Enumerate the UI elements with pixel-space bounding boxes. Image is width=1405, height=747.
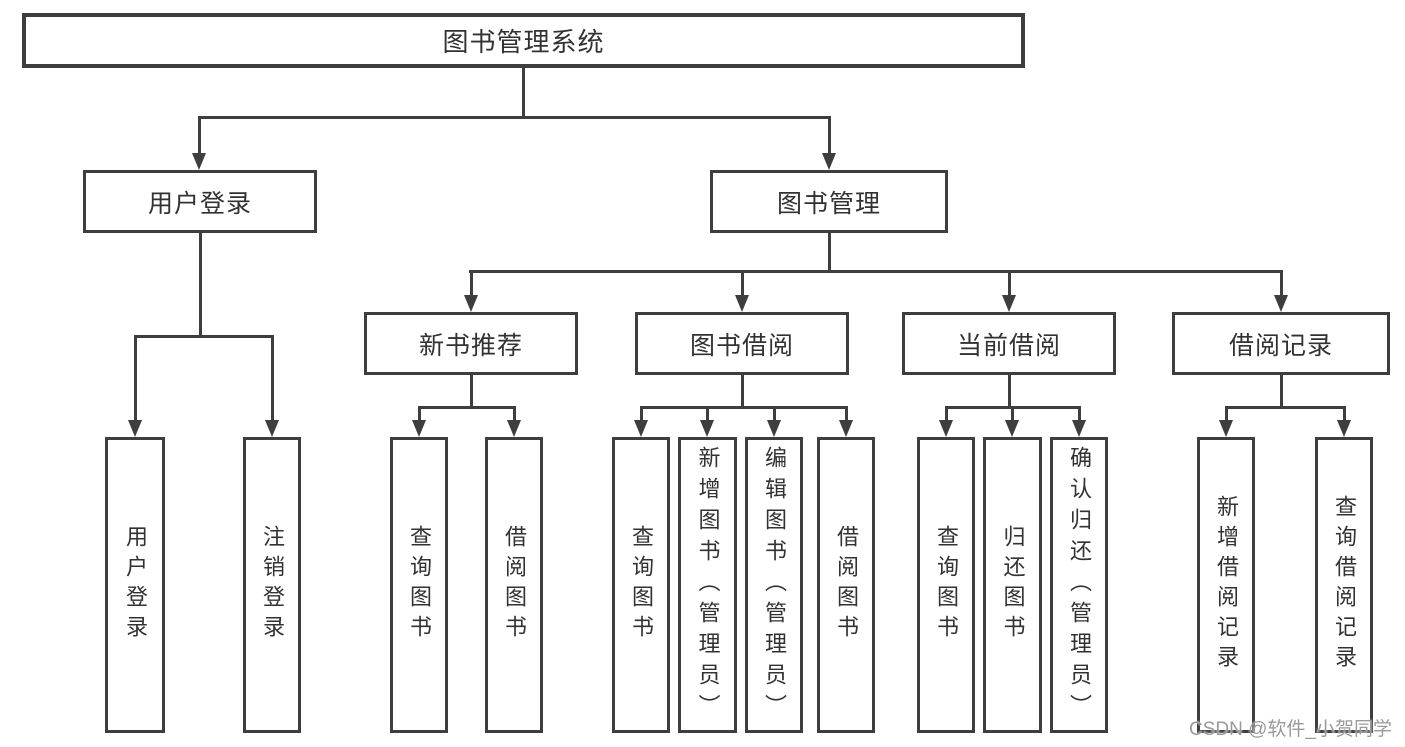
leaf-borrow-book-1-label: 借阅图书 <box>502 525 527 645</box>
connector-line-vertical <box>469 375 473 409</box>
arrowhead-down-icon <box>938 420 953 437</box>
leaf-borrow-book-2-label: 借阅图书 <box>834 525 859 645</box>
arrow-shaft <box>639 407 643 422</box>
leaf-query-book-3: 查询图书 <box>917 437 975 733</box>
leaf-query-book-1: 查询图书 <box>390 437 448 733</box>
arrow-shaft <box>1224 407 1228 422</box>
leaf-query-borrow-record-label: 查询借阅记录 <box>1332 495 1357 675</box>
node-borrow-records: 借阅记录 <box>1172 312 1390 375</box>
arrowhead-down-icon <box>838 420 853 437</box>
leaf-confirm-return-admin: 确认归还（管理员） <box>1050 437 1108 733</box>
leaf-add-book-admin-label: 新增图书（管理员） <box>695 445 721 725</box>
arrow-shaft <box>944 407 948 422</box>
leaf-query-book-3-label: 查询图书 <box>934 525 959 645</box>
leaf-add-book-admin: 新增图书（管理员） <box>678 437 737 733</box>
leaf-query-borrow-record: 查询借阅记录 <box>1315 437 1373 733</box>
leaf-add-borrow-record: 新增借阅记录 <box>1197 437 1255 733</box>
arrow-shaft <box>844 407 848 422</box>
node-new-book-recommend-label: 新书推荐 <box>418 331 523 360</box>
arrow-shaft <box>705 407 709 422</box>
leaf-edit-book-admin: 编辑图书（管理员） <box>745 437 803 733</box>
connector-line-horizontal <box>133 334 274 338</box>
arrow-shaft <box>1279 271 1283 297</box>
connector-line-horizontal <box>197 115 831 119</box>
arrow-shaft <box>1007 271 1011 297</box>
leaf-return-book-label: 归还图书 <box>1000 525 1026 645</box>
watermark: CSDN @软件_小贺同学 <box>1189 719 1392 740</box>
leaf-query-book-2: 查询图书 <box>612 437 670 733</box>
arrowhead-down-icon <box>1336 420 1351 437</box>
leaf-confirm-return-admin-label: 确认归还（管理员） <box>1067 445 1092 725</box>
arrowhead-down-icon <box>1004 420 1019 437</box>
node-root-label: 图书管理系统 <box>442 27 605 57</box>
leaf-borrow-book-1: 借阅图书 <box>485 437 543 733</box>
leaf-return-book: 归还图书 <box>983 437 1042 733</box>
connector-line-vertical <box>198 233 202 338</box>
node-new-book-recommend: 新书推荐 <box>364 312 578 375</box>
arrow-shaft <box>1342 407 1346 422</box>
node-user-login: 用户登录 <box>83 170 317 233</box>
arrow-shaft <box>197 117 201 155</box>
node-book-management: 图书管理 <box>710 170 948 233</box>
arrowhead-down-icon <box>411 420 426 437</box>
leaf-borrow-book-2: 借阅图书 <box>817 437 875 733</box>
arrowhead-down-icon <box>463 295 478 312</box>
arrow-shaft <box>772 407 776 422</box>
arrowhead-down-icon <box>633 420 648 437</box>
connector-line-horizontal <box>417 405 516 409</box>
leaf-user-login-label: 用户登录 <box>123 525 148 645</box>
connector-line-vertical <box>740 375 744 409</box>
node-current-borrow: 当前借阅 <box>902 312 1116 375</box>
arrowhead-down-icon <box>191 153 206 170</box>
arrowhead-down-icon <box>766 420 781 437</box>
leaf-edit-book-admin-label: 编辑图书（管理员） <box>762 445 787 725</box>
connector-line-horizontal <box>1224 405 1346 409</box>
arrowhead-down-icon <box>1001 295 1016 312</box>
leaf-add-borrow-record-label: 新增借阅记录 <box>1214 495 1239 675</box>
arrow-shaft <box>827 117 831 155</box>
connector-line-vertical <box>1007 375 1011 409</box>
arrowhead-down-icon <box>127 420 142 437</box>
connector-line-horizontal <box>468 269 1283 273</box>
arrow-shaft <box>512 407 516 422</box>
arrowhead-down-icon <box>699 420 714 437</box>
connector-line-horizontal <box>639 405 848 409</box>
arrow-shaft <box>417 407 421 422</box>
arrow-shaft <box>469 271 473 297</box>
node-book-management-label: 图书管理 <box>776 189 881 218</box>
node-book-borrow: 图书借阅 <box>635 312 849 375</box>
leaf-query-book-2-label: 查询图书 <box>629 525 654 645</box>
arrow-shaft <box>270 336 274 422</box>
leaf-logout: 注销登录 <box>243 437 301 733</box>
arrowhead-down-icon <box>734 295 749 312</box>
leaf-logout-label: 注销登录 <box>260 525 285 645</box>
node-user-login-label: 用户登录 <box>147 189 252 218</box>
arrowhead-down-icon <box>264 420 279 437</box>
arrow-shaft <box>1077 407 1081 422</box>
arrowhead-down-icon <box>1218 420 1233 437</box>
node-borrow-records-label: 借阅记录 <box>1228 331 1333 360</box>
connector-line-vertical <box>521 68 525 119</box>
arrow-shaft <box>133 336 137 422</box>
arrow-shaft <box>740 271 744 297</box>
connector-line-vertical <box>827 233 831 273</box>
arrowhead-down-icon <box>506 420 521 437</box>
leaf-user-login: 用户登录 <box>105 437 165 733</box>
arrowhead-down-icon <box>1071 420 1086 437</box>
node-book-borrow-label: 图书借阅 <box>689 331 794 360</box>
node-root: 图书管理系统 <box>22 13 1025 68</box>
leaf-query-book-1-label: 查询图书 <box>407 525 432 645</box>
node-current-borrow-label: 当前借阅 <box>956 331 1061 360</box>
arrowhead-down-icon <box>1273 295 1288 312</box>
connector-line-vertical <box>1279 375 1283 409</box>
arrowhead-down-icon <box>821 153 836 170</box>
arrow-shaft <box>1010 407 1014 422</box>
